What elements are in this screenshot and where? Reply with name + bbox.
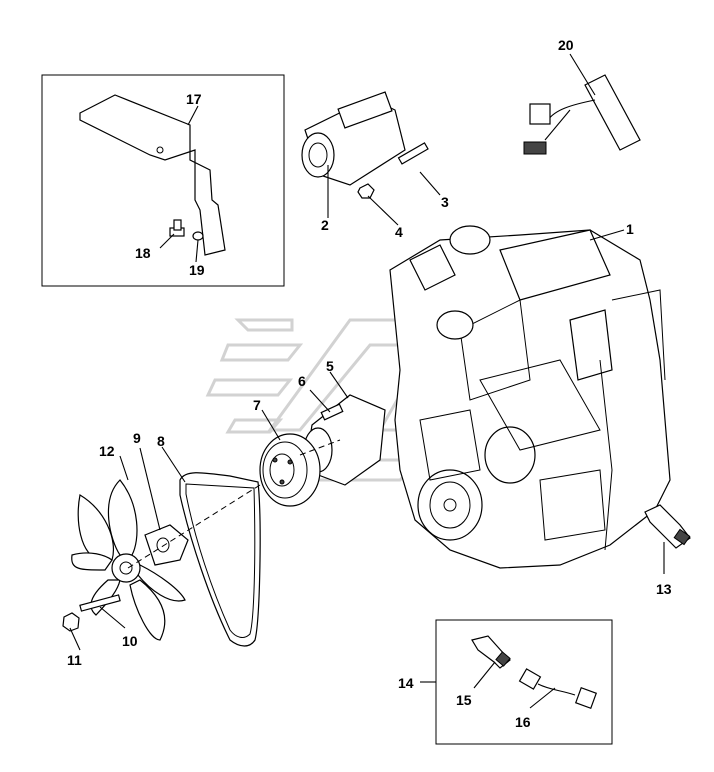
callout-16: 16: [515, 714, 531, 730]
callout-18: 18: [135, 245, 151, 261]
pulley-part-7: [259, 433, 321, 507]
callout-17: 17: [186, 91, 202, 107]
belt-part-8: [179, 472, 261, 647]
washer-part-19: [192, 231, 204, 241]
callout-6: 6: [298, 373, 306, 389]
bracket-part-17: [79, 94, 226, 256]
callout-9: 9: [133, 430, 141, 446]
alignment-line-2: [299, 439, 341, 456]
fan-part-12: [71, 479, 186, 641]
callout-3: 3: [441, 194, 449, 210]
callout-4: 4: [395, 224, 403, 240]
callout-10: 10: [122, 633, 138, 649]
alignment-line: [127, 484, 261, 569]
callout-11: 11: [67, 652, 82, 668]
callout-1: 1: [626, 221, 634, 237]
engine-block-part-1: [389, 225, 671, 569]
callout-20: 20: [558, 37, 574, 53]
sensor-part-15: [471, 635, 511, 669]
callout-7: 7: [253, 397, 261, 413]
harness-part-16: [518, 668, 598, 710]
callout-19: 19: [189, 262, 205, 278]
leader-lines: [69, 53, 665, 709]
pin-part-3: [397, 142, 429, 165]
nut-part-4: [357, 183, 375, 199]
bolt-part-18: [169, 219, 185, 237]
sensor-part-13: [644, 504, 691, 549]
callout-14: 14: [398, 675, 414, 691]
callout-8: 8: [157, 433, 165, 449]
callout-13: 13: [656, 581, 672, 597]
bolt-part-6: [320, 403, 344, 421]
inset-box-bracket: [41, 74, 285, 287]
connector-part-20: [523, 74, 641, 155]
callout-15: 15: [456, 692, 472, 708]
spacer-part-9: [144, 524, 189, 566]
callout-5: 5: [326, 358, 334, 374]
callout-12: 12: [99, 443, 115, 459]
bolt-part-10: [79, 594, 121, 612]
starter-motor-part-2: [301, 91, 406, 186]
callout-2: 2: [321, 217, 329, 233]
nut-part-11: [62, 612, 80, 632]
